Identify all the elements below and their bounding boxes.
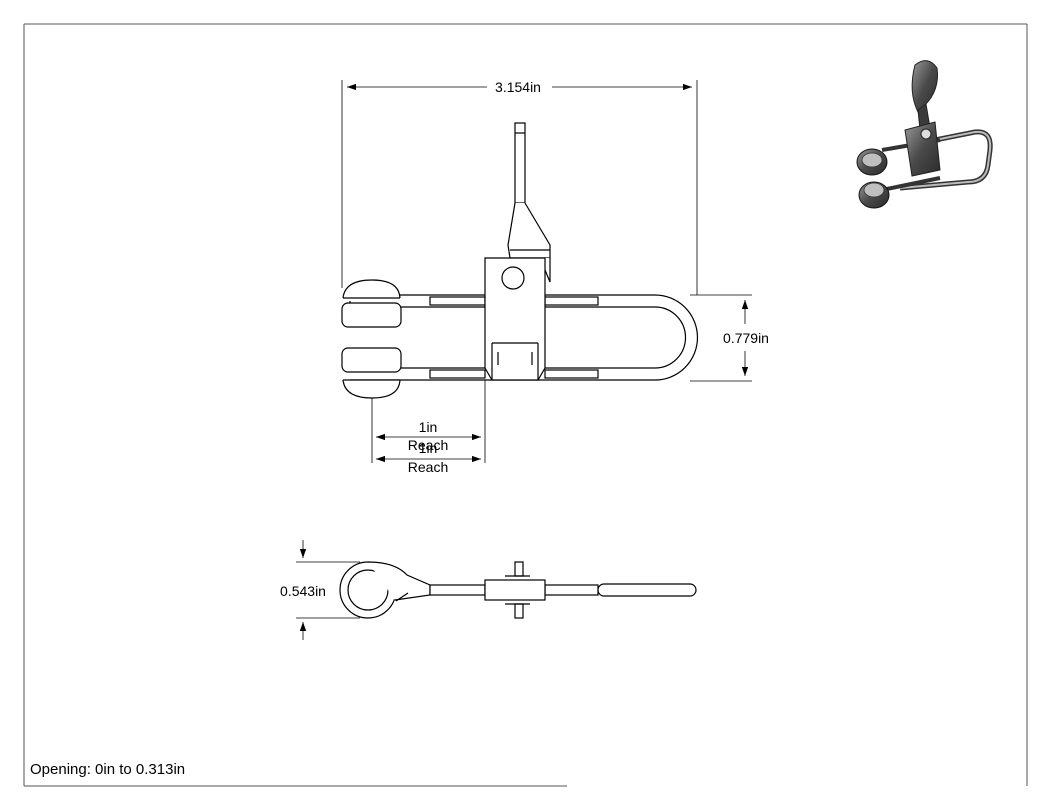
reach-top-label: Reach <box>408 437 448 453</box>
sheet-border <box>23 23 1028 787</box>
side-dimension-lines <box>296 540 360 640</box>
dimension-labels: 3.154in 0.779in 1in Reach 1in Reach <box>408 79 769 475</box>
upper-jaw-pad <box>341 279 402 328</box>
front-view <box>341 122 699 399</box>
reach-bottom-value: 1in <box>419 440 438 456</box>
overall-length-label: 3.154in <box>495 79 541 95</box>
reach-bottom-label: Reach <box>408 459 448 475</box>
jaw-height-label: 0.779in <box>723 330 769 346</box>
reach-top-value: 1in <box>419 419 438 435</box>
isometric-view <box>856 60 993 209</box>
ring-diameter-label: 0.543in <box>280 583 326 599</box>
dimension-lines <box>341 80 752 463</box>
side-view <box>339 561 697 619</box>
opening-note: Opening: 0in to 0.313in <box>30 761 186 778</box>
clamp-body <box>484 257 546 381</box>
lower-jaw-pad <box>341 347 402 399</box>
